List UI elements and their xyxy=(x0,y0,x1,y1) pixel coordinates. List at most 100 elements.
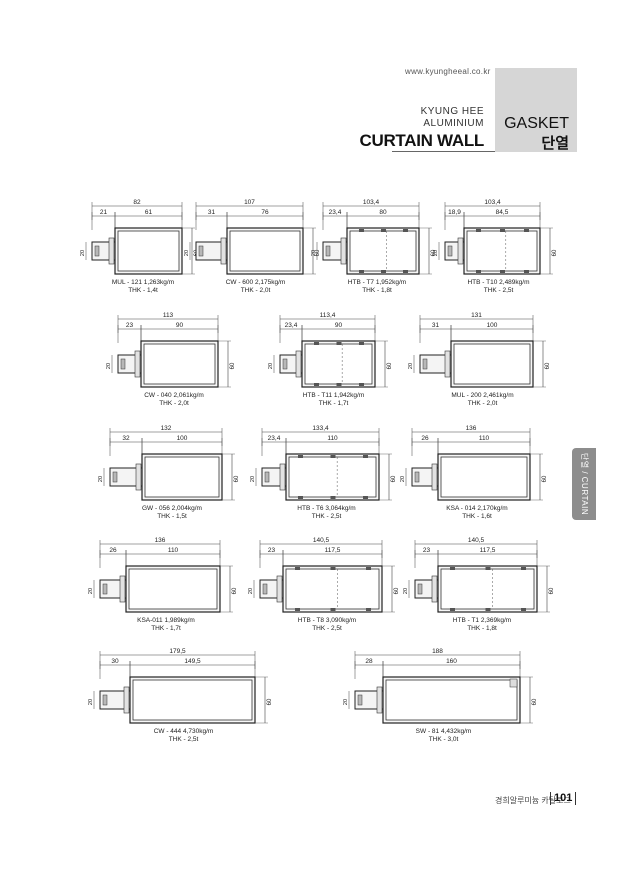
channel-lip xyxy=(108,237,115,265)
thermal-strip-top xyxy=(524,229,529,232)
dim-height-label: 60 xyxy=(542,475,548,482)
thermal-strip-top xyxy=(336,342,342,345)
thermal-strip-top xyxy=(500,229,505,232)
category-box: GASKET 단열 xyxy=(495,68,577,152)
profile-thickness: THK - 1,8t xyxy=(362,287,392,294)
thermal-strip-top xyxy=(295,567,300,570)
thermal-strip-top xyxy=(450,567,455,570)
dim-part-b-label: 117,5 xyxy=(325,547,341,554)
thermal-strip-bottom xyxy=(366,608,371,611)
profile-inner-wall xyxy=(304,343,373,385)
dim-part-a-label: 23 xyxy=(268,547,276,554)
dim-part-b-label: 110 xyxy=(479,435,490,442)
thermal-strip-bottom xyxy=(314,383,319,386)
thermal-strip-bottom xyxy=(336,383,342,386)
gasket-channel xyxy=(419,354,452,374)
dim-height-label: 60 xyxy=(532,698,538,705)
profile-name: HTB - T1 2,369kg/m xyxy=(453,617,511,624)
dim-total-label: 113,4 xyxy=(320,312,336,319)
gasket-insert xyxy=(447,245,453,257)
dim-part-a-label: 28 xyxy=(365,658,373,665)
thermal-strip-bottom xyxy=(330,608,336,611)
profile-name: CW - 040 2,061kg/m xyxy=(144,392,204,399)
profile-thickness: THK - 2,5t xyxy=(312,513,342,520)
thermal-strip-top xyxy=(381,229,386,232)
thermal-strip-top xyxy=(403,229,408,232)
thermal-strip-top xyxy=(330,567,336,570)
gasket-insert xyxy=(422,358,428,370)
thermal-strip-bottom xyxy=(363,496,368,499)
dim-total-label: 179,5 xyxy=(169,648,186,655)
brand-line1: KYUNG HEE xyxy=(420,106,484,117)
dim-total-label: 131 xyxy=(471,312,482,319)
profile-thickness: THK - 1,8t xyxy=(467,625,497,632)
brand-line2: ALUMINIUM xyxy=(423,118,484,129)
channel-lip xyxy=(123,686,130,714)
profile-thickness: THK - 2,0t xyxy=(241,287,271,294)
profile-name: CW - 444 4,730kg/m xyxy=(154,728,214,735)
dim-channel-label: 20 xyxy=(250,476,256,482)
thermal-strip-bottom xyxy=(298,496,303,499)
profile-thickness: THK - 1,5t xyxy=(157,513,187,520)
thermal-strip-bottom xyxy=(524,270,529,273)
dim-height-label: 60 xyxy=(545,362,551,369)
dim-part-b-label: 61 xyxy=(145,209,153,216)
dim-part-b-label: 100 xyxy=(487,322,498,329)
profile-inner-wall xyxy=(349,230,417,272)
profile-thickness: THK - 2,5t xyxy=(169,736,199,743)
profile-name: MUL - 121 1,263kg/m xyxy=(112,279,174,286)
profile-inner-wall xyxy=(229,230,301,272)
dim-total-label: 188 xyxy=(432,648,443,655)
dim-total-label: 136 xyxy=(155,537,166,544)
profile-inner-wall xyxy=(288,456,377,498)
dim-height-label: 60 xyxy=(230,362,236,369)
profile-inner-wall xyxy=(117,230,180,272)
category-en: GASKET xyxy=(504,115,569,132)
channel-lip xyxy=(457,237,464,265)
profile-inner-wall xyxy=(285,568,380,610)
thermal-strip-bottom xyxy=(359,383,364,386)
profile-inner-wall xyxy=(466,230,538,272)
dim-height-label: 60 xyxy=(552,249,558,256)
gasket-channel xyxy=(109,467,143,487)
dim-part-b-label: 80 xyxy=(379,209,387,216)
profile-thickness: THK - 2,5t xyxy=(312,625,342,632)
gasket-insert xyxy=(198,245,204,257)
dim-height-label: 60 xyxy=(267,698,273,705)
thermal-strip-bottom xyxy=(476,270,481,273)
footer-text: 경희알루미늄 카탈로그 xyxy=(495,796,571,805)
dim-channel-label: 20 xyxy=(343,699,349,705)
profile-inner-wall xyxy=(143,343,216,385)
profile-name: KSA - 014 2,170kg/m xyxy=(446,505,507,512)
dim-part-a-label: 32 xyxy=(122,435,130,442)
side-tab[interactable]: 단열 / CURTAIN WALL xyxy=(556,448,596,520)
footer-divider xyxy=(550,792,551,805)
channel-lip xyxy=(376,686,383,714)
gasket-insert xyxy=(417,583,423,595)
thermal-strip-top xyxy=(485,567,491,570)
dim-height-label: 60 xyxy=(431,249,437,256)
gasket-insert xyxy=(94,245,100,257)
thermal-strip-bottom xyxy=(381,270,386,273)
profile-name: HTB - T10 2,489kg/m xyxy=(467,279,529,286)
profile-thickness: THK - 1,7t xyxy=(151,625,181,632)
thermal-strip-bottom xyxy=(295,608,300,611)
gasket-channel xyxy=(99,690,131,710)
side-tab-label: 단열 / CURTAIN WALL xyxy=(556,452,589,516)
thermal-strip-top xyxy=(359,342,364,345)
dim-total-label: 132 xyxy=(161,425,172,432)
profile-inner-wall xyxy=(132,679,253,721)
dim-part-a-label: 26 xyxy=(421,435,429,442)
dim-part-a-label: 26 xyxy=(109,547,117,554)
thermal-strip-bottom xyxy=(500,270,505,273)
gasket-insert xyxy=(282,358,288,370)
profile-inner-wall xyxy=(440,568,535,610)
profile-inner-wall xyxy=(453,343,531,385)
